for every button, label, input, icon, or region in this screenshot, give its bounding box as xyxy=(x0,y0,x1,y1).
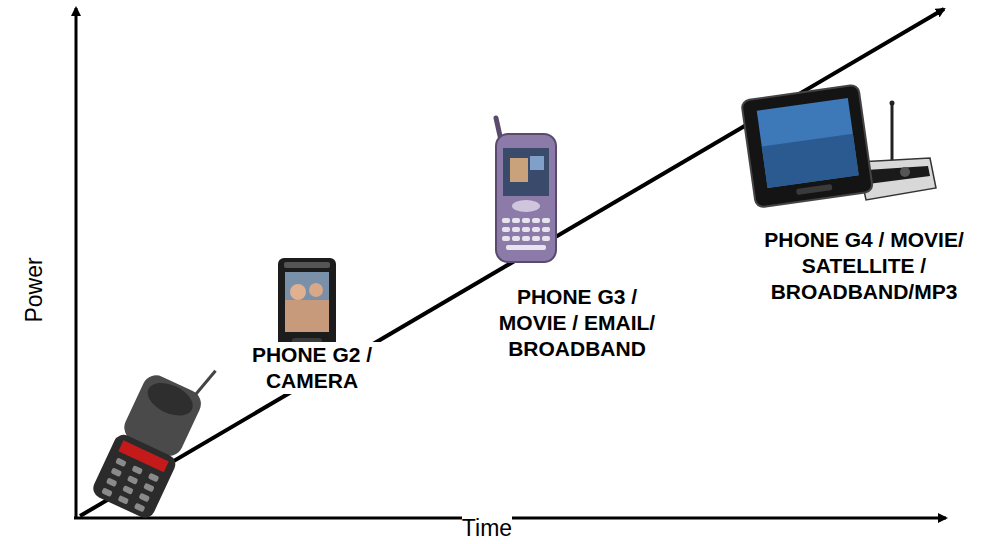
camera-phone-picture xyxy=(278,258,336,352)
flip-phone-picture xyxy=(90,345,219,522)
media-phone-picture xyxy=(741,84,936,207)
axis-title: Power xyxy=(20,257,48,322)
axis-title: Time xyxy=(462,514,512,542)
phone-generation-label: PHONE G3 / MOVIE / EMAIL/ BROADBAND xyxy=(480,284,674,362)
smartphone-picture xyxy=(496,118,556,262)
phone-generation-label: PHONE G4 / MOVIE/ SATELLITE / BROADBAND/… xyxy=(742,227,986,305)
phone-generation-label: PHONE G2 / CAMERA xyxy=(225,342,399,394)
power-axis xyxy=(75,8,78,519)
